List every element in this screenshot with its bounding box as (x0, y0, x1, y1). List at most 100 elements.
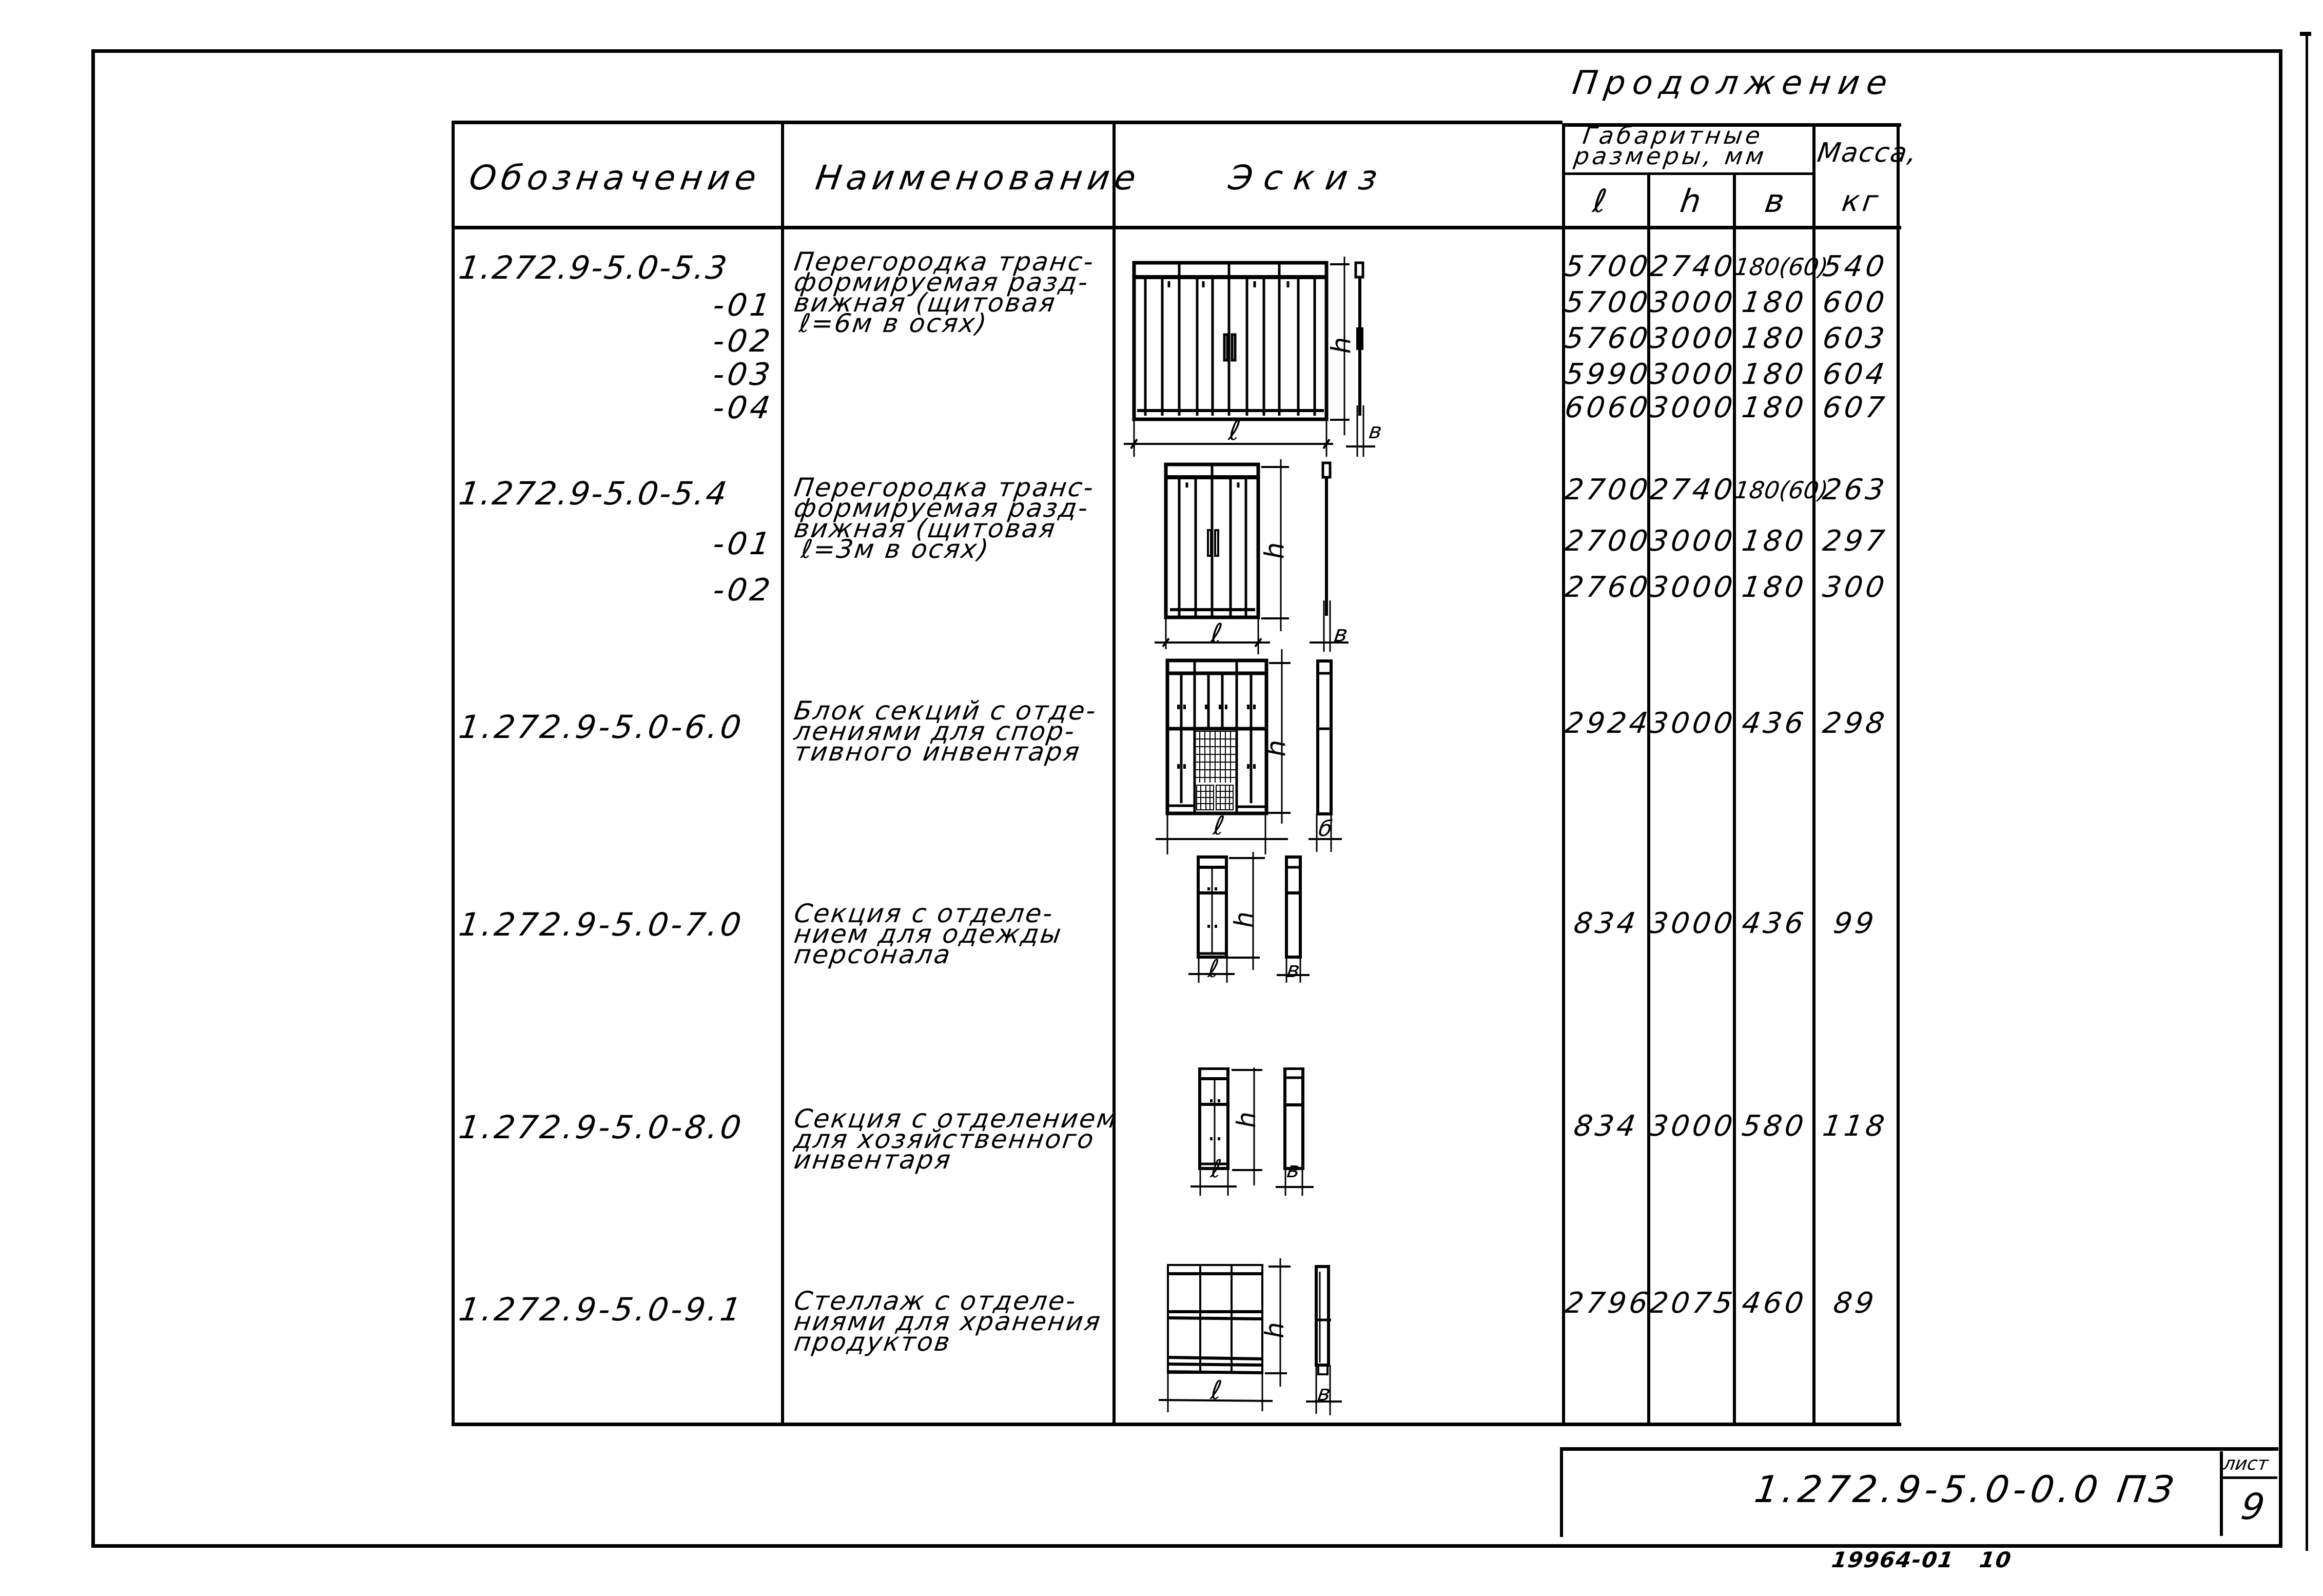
sketch-label-h: h (1261, 736, 1292, 757)
cell-mass: 300 (1821, 571, 1890, 604)
title-block-top-rule (1560, 1447, 2278, 1451)
header-mass-line2: кг (1840, 185, 1883, 218)
row-name: Стеллаж с отделе- ниями для хранения про… (792, 1286, 1104, 1357)
col-rule-0 (452, 121, 455, 1426)
continuation-label: Продолжение (1570, 64, 1897, 102)
sketch-partition-6m (1124, 257, 1375, 457)
col-rule-2 (1112, 121, 1116, 1426)
col-rule-3 (1562, 123, 1565, 1426)
row-name: Секция с отделе- нием для одежды персона… (792, 899, 1064, 969)
cell-b: 436 (1740, 707, 1809, 740)
cell-h: 3000 (1647, 322, 1738, 355)
cell-mass: 263 (1821, 473, 1890, 507)
cell-l: 2924 (1563, 707, 1653, 740)
cell-h: 3000 (1647, 707, 1738, 740)
sketch-label-h: h (1259, 1319, 1290, 1338)
cell-b: 180(60) (1732, 476, 1830, 504)
cell-h: 3000 (1647, 524, 1738, 558)
frame-right-edge-line (2306, 32, 2308, 1551)
col-rule-7 (1897, 123, 1900, 1426)
name-line: ℓ=6м в осях) (797, 308, 990, 338)
title-block-left-rule (1560, 1447, 1563, 1537)
drawing-frame (91, 49, 2282, 1548)
name-line: продуктов (792, 1327, 953, 1357)
name-line: ℓ=3м в осях) (799, 534, 992, 564)
cell-b: 460 (1740, 1287, 1809, 1320)
cell-h: 3000 (1647, 907, 1738, 940)
row-variant: -01 (711, 526, 775, 562)
sheet-box-divider (2220, 1476, 2277, 1479)
row-variant: -02 (711, 323, 775, 359)
cell-b: 180 (1740, 391, 1809, 424)
cell-b: 180 (1740, 571, 1809, 604)
cell-l: 5990 (1563, 358, 1653, 391)
cell-b: 180(60) (1732, 253, 1830, 281)
sketch-sports-locker-block (1156, 649, 1342, 854)
cell-mass: 99 (1831, 907, 1879, 940)
col-rule-5 (1733, 172, 1736, 1426)
header-designation: Обозначение (466, 158, 764, 198)
row-designation: 1.272.9-5.0-5.3 (456, 249, 731, 286)
cell-b: 180 (1740, 322, 1809, 355)
cell-mass: 604 (1821, 358, 1890, 391)
name-line: тивного инвентаря (792, 737, 1083, 767)
sheet-label: лист (2222, 1453, 2270, 1474)
col-rule-1 (781, 121, 784, 1426)
row-designation: 1.272.9-5.0-8.0 (456, 1108, 746, 1146)
cell-l: 6060 (1563, 391, 1653, 424)
sketch-household-inventory-section (1190, 1067, 1314, 1196)
row-variant: -01 (711, 287, 775, 323)
name-line: инвентаря (792, 1145, 954, 1175)
sheet-box-left-rule (2220, 1451, 2223, 1536)
cell-mass: 298 (1821, 707, 1890, 740)
cell-l: 834 (1572, 1110, 1641, 1143)
sketch-label-h: h (1326, 334, 1357, 354)
cell-b: 436 (1740, 907, 1809, 940)
sketch-label-h: h (1259, 539, 1291, 559)
sketch-food-storage-rack (1158, 1258, 1342, 1415)
cell-mass: 89 (1831, 1287, 1879, 1320)
cell-l: 834 (1572, 907, 1641, 940)
col-rule-6 (1812, 123, 1816, 1426)
cell-mass: 118 (1821, 1110, 1890, 1143)
cell-mass: 297 (1821, 524, 1890, 558)
table-header-rule (452, 226, 1901, 229)
frame-top-tick (2300, 32, 2311, 36)
row-variant: -02 (711, 572, 775, 608)
cell-b: 580 (1740, 1110, 1809, 1143)
row-name: Блок секций с отде- лениями для спор- ти… (792, 696, 1099, 767)
document-code: 1.272.9-5.0-0.0 ПЗ (1752, 1468, 2180, 1511)
cell-b: 180 (1740, 524, 1809, 558)
row-variant: -04 (711, 390, 775, 426)
cell-mass: 600 (1821, 286, 1890, 319)
cell-l: 2796 (1563, 1287, 1653, 1320)
cell-h: 3000 (1647, 1110, 1738, 1143)
row-designation: 1.272.9-5.0-7.0 (456, 906, 746, 943)
header-mass-line1: Масса, (1815, 138, 1920, 168)
cell-h: 3000 (1647, 571, 1738, 604)
cell-l: 5700 (1563, 286, 1653, 319)
col-rule-4 (1647, 172, 1650, 1426)
cell-l: 2700 (1563, 473, 1653, 507)
cell-b: 180 (1740, 358, 1809, 391)
row-designation: 1.272.9-5.0-6.0 (456, 708, 746, 746)
cell-mass: 607 (1821, 391, 1890, 424)
row-name: Перегородка транс- формируемая разд- виж… (792, 247, 1097, 338)
cell-h: 2740 (1647, 250, 1738, 283)
row-designation: 1.272.9-5.0-9.1 (456, 1291, 746, 1328)
cell-b: 180 (1740, 286, 1809, 319)
table-top-rule-right (1563, 123, 1901, 127)
dimensions-subheader-rule (1563, 172, 1814, 175)
name-line: персонала (792, 940, 954, 969)
cell-h: 2075 (1647, 1287, 1738, 1320)
cell-h: 2740 (1647, 473, 1738, 507)
row-variant: -03 (711, 357, 775, 393)
cell-mass: 603 (1821, 322, 1890, 355)
footer-stamp: 19964-01 10 (1830, 1547, 2014, 1572)
cell-l: 5760 (1563, 322, 1653, 355)
sketch-partition-3m (1155, 459, 1349, 654)
cell-h: 3000 (1647, 391, 1738, 424)
row-name: Перегородка транс- формируемая разд- виж… (792, 473, 1097, 564)
header-sketch: Эскиз (1226, 158, 1391, 198)
row-name: Секция с отделением для хозяйственного и… (792, 1104, 1120, 1175)
